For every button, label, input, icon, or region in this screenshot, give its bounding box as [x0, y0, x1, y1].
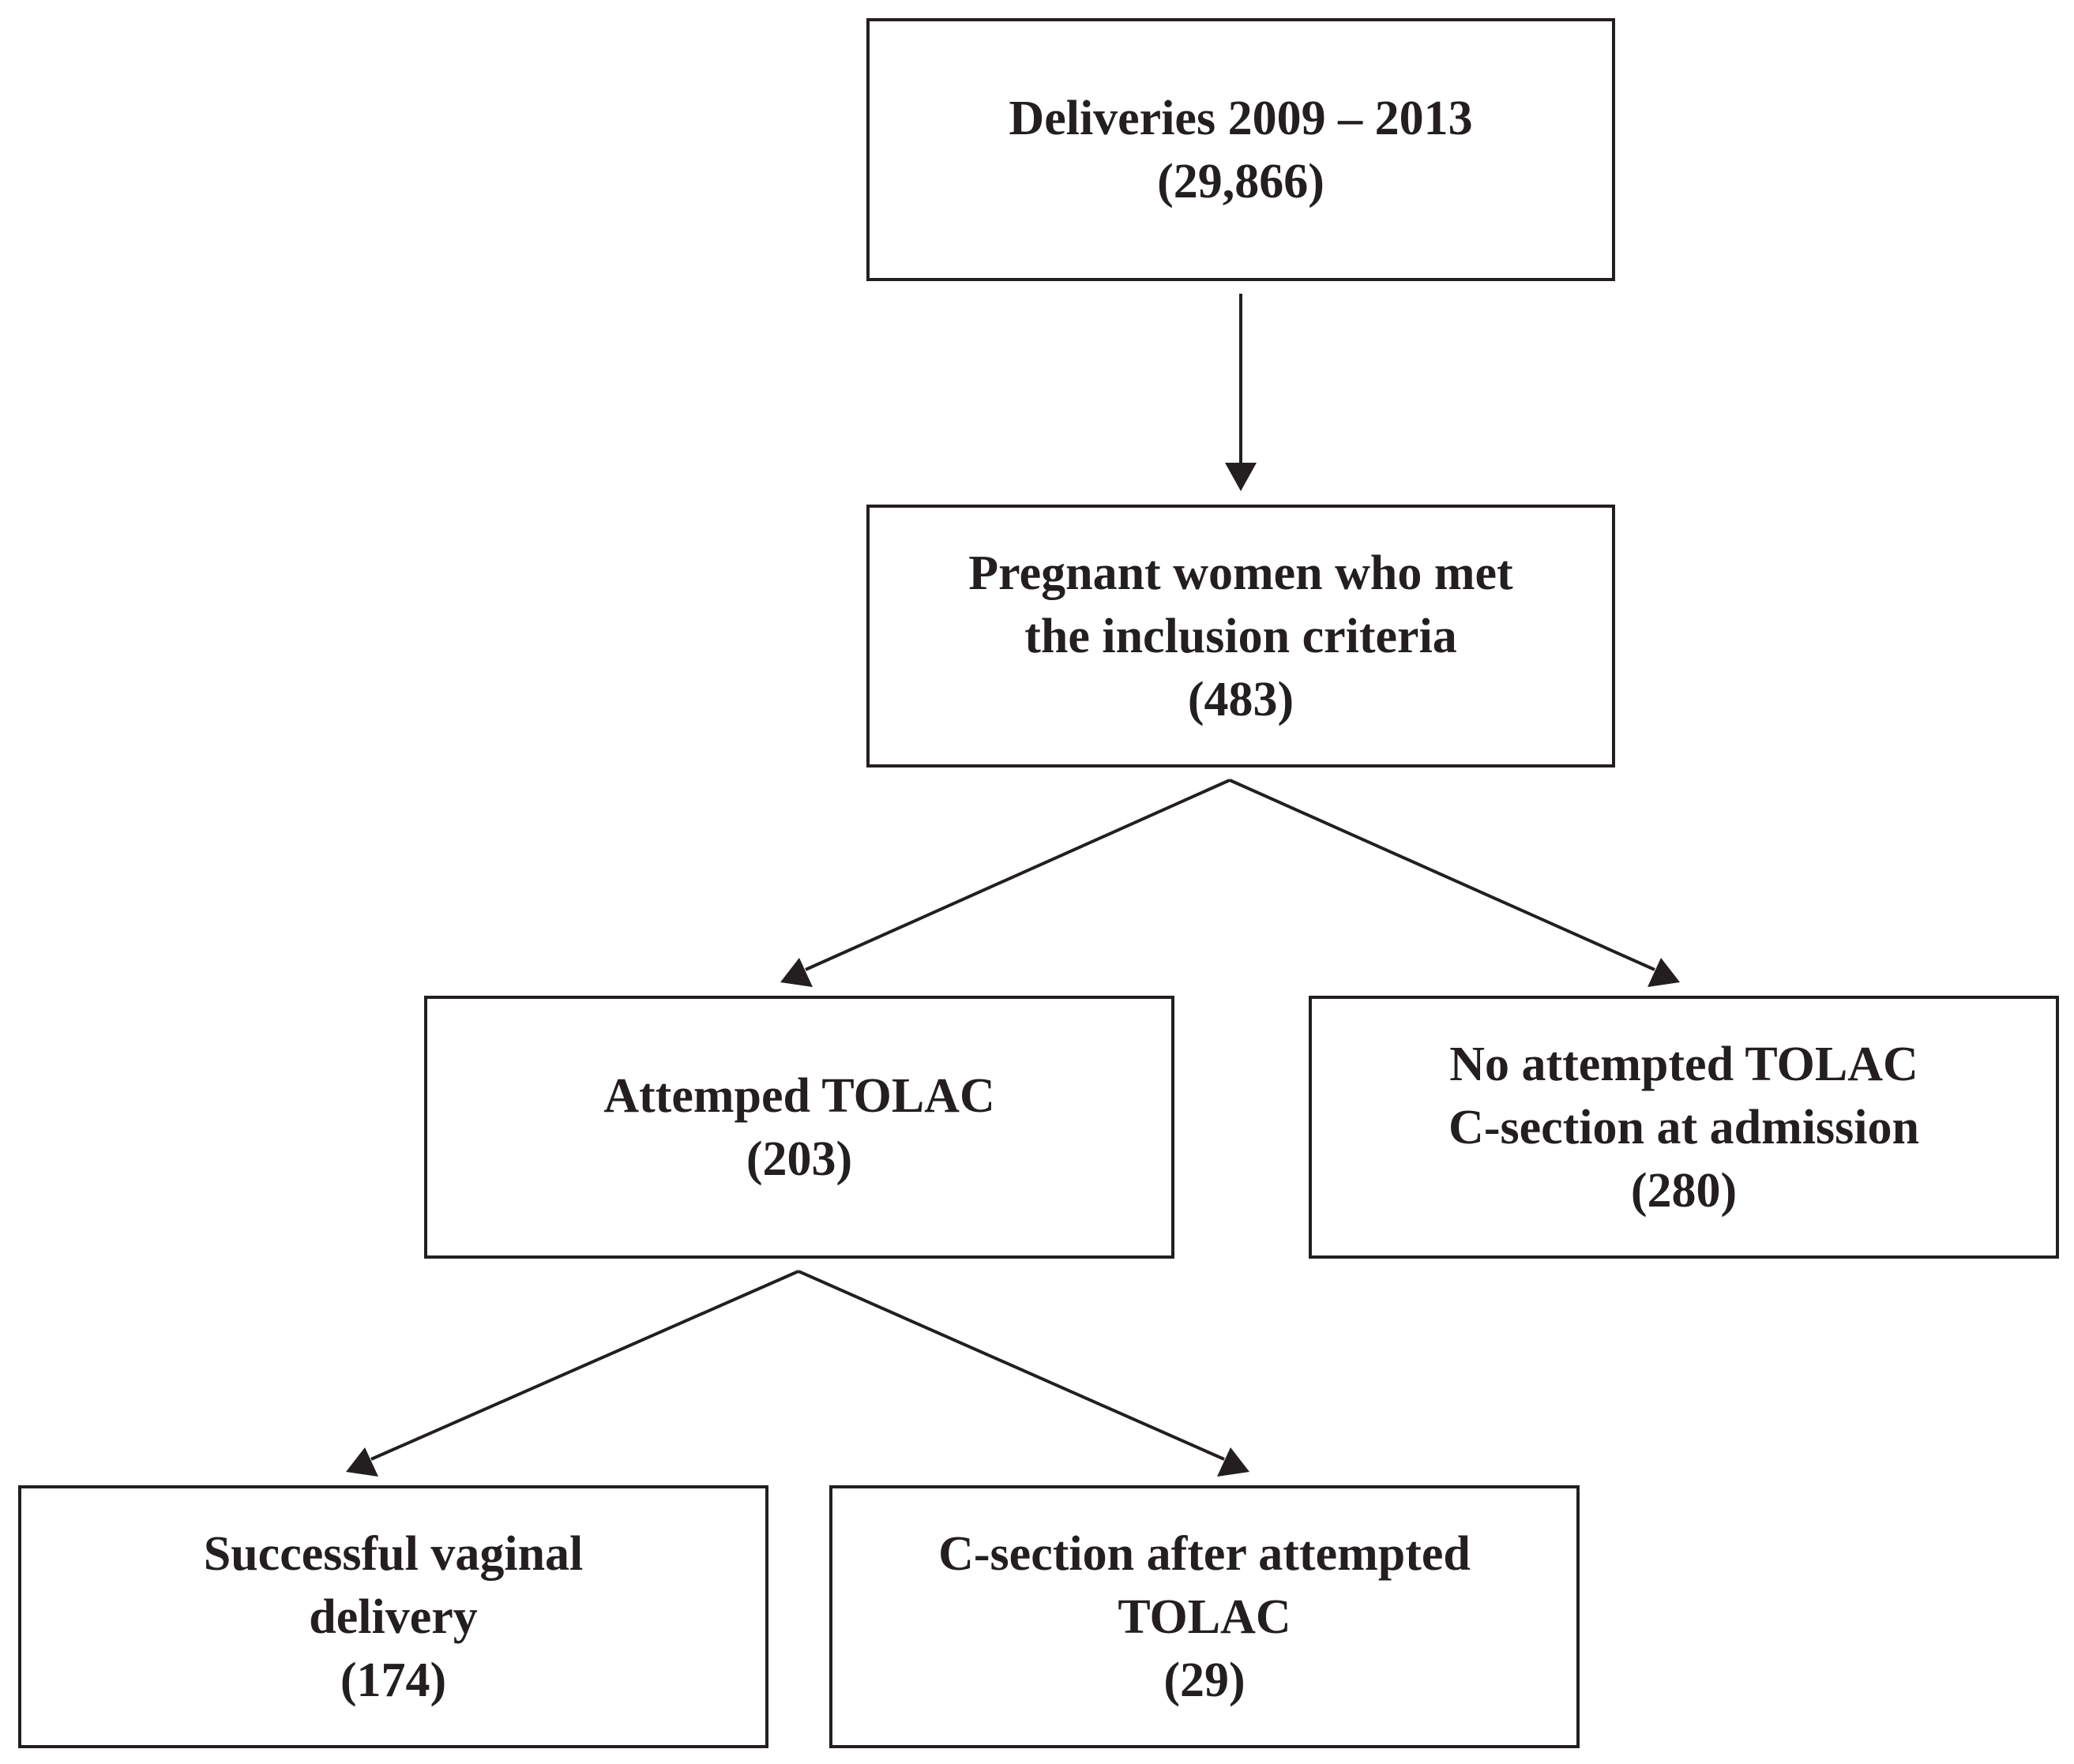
csection-after-tolac-box: C-section after attempted TOLAC (29): [829, 1485, 1580, 1748]
inclusion-count: (483): [1187, 672, 1294, 726]
arrowhead-csection: [1217, 1447, 1249, 1477]
successful-vaginal-delivery-box: Successful vaginal delivery (174): [18, 1485, 768, 1748]
arrow-included-to-no-attempted-tolac: [1229, 779, 1655, 971]
arrow-tolac-to-csection: [798, 1270, 1225, 1461]
arrow-included-to-attempted-tolac: [805, 779, 1230, 971]
arrowhead-vaginal-delivery: [346, 1447, 378, 1477]
vaginal-delivery-count: (174): [340, 1653, 447, 1707]
no-attempted-tolac-box: No attempted TOLAC C-section at admissio…: [1309, 996, 2059, 1259]
no-attempted-tolac-label-line-2: C-section at admission: [1448, 1100, 1919, 1154]
inclusion-criteria-box: Pregnant women who met the inclusion cri…: [866, 505, 1615, 768]
csection-label-line-2: TOLAC: [1118, 1589, 1291, 1644]
inclusion-label-line-2: the inclusion criteria: [1024, 609, 1457, 663]
csection-label-line-1: C-section after attempted: [938, 1526, 1471, 1581]
deliveries-label: Deliveries 2009 – 2013: [1009, 91, 1473, 145]
vaginal-delivery-label-line-2: delivery: [309, 1589, 478, 1644]
no-attempted-tolac-label-line-1: No attempted TOLAC: [1449, 1037, 1918, 1091]
arrow-tolac-to-vaginal-delivery: [370, 1270, 799, 1461]
inclusion-label-line-1: Pregnant women who met: [968, 546, 1513, 600]
arrowhead-included: [1225, 463, 1257, 491]
no-attempted-tolac-count: (280): [1630, 1163, 1738, 1218]
attempted-tolac-count: (203): [746, 1132, 853, 1186]
vaginal-delivery-label-line-1: Successful vaginal: [203, 1526, 584, 1581]
deliveries-box: Deliveries 2009 – 2013 (29,866): [866, 18, 1615, 281]
csection-count: (29): [1163, 1653, 1246, 1707]
arrowhead-attempted-tolac: [780, 958, 813, 987]
attempted-tolac-label: Attemped TOLAC: [603, 1068, 995, 1123]
deliveries-count: (29,866): [1157, 154, 1324, 208]
arrowhead-no-attempted-tolac: [1648, 958, 1680, 987]
attempted-tolac-box: Attemped TOLAC (203): [424, 996, 1174, 1259]
